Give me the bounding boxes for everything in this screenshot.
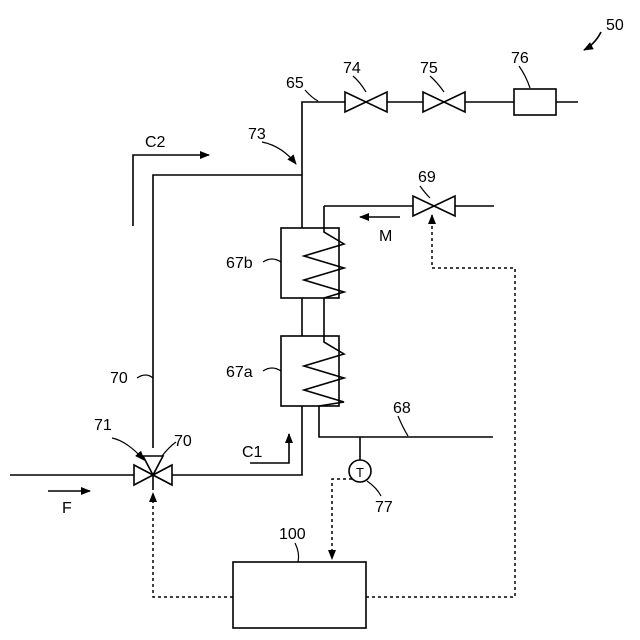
signal-line-71 (153, 493, 233, 597)
valve-69 (413, 196, 455, 216)
leader-76 (519, 66, 530, 88)
leader-75 (430, 76, 444, 92)
leader-67a (263, 368, 281, 371)
leader-77 (367, 481, 381, 496)
device-76 (514, 89, 556, 115)
controller-100 (233, 562, 366, 628)
label-system-50: 50 (606, 17, 624, 34)
pipe-65 (302, 102, 578, 167)
heat-exchanger-67b (281, 206, 344, 298)
label-flow-c1: C1 (242, 444, 263, 461)
label-pipe-68: 68 (393, 400, 411, 417)
label-pipe-70-top: 70 (174, 433, 192, 450)
label-flow-m: M (379, 228, 392, 245)
leader-71 (112, 438, 144, 460)
label-pipe-73: 73 (248, 126, 266, 143)
label-flow-f: F (62, 500, 72, 517)
leader-74 (353, 76, 366, 92)
valve-74 (345, 92, 387, 112)
label-controller-100: 100 (279, 526, 306, 543)
label-hx-67b: 67b (226, 255, 253, 272)
arrow-c2 (133, 155, 209, 226)
leader-73 (262, 142, 296, 164)
leader-68 (398, 416, 408, 436)
label-valve-75: 75 (420, 60, 438, 77)
signal-line-77 (332, 479, 352, 559)
label-sensor-symbol: T (356, 465, 364, 480)
label-valve-71: 71 (94, 417, 112, 434)
label-sensor-77: 77 (375, 499, 393, 516)
label-flow-c2: C2 (145, 134, 166, 151)
label-hx-67a: 67a (226, 364, 253, 381)
arrow-50 (584, 32, 601, 50)
label-device-76: 76 (511, 50, 529, 67)
leader-65 (305, 90, 318, 101)
leader-67b (263, 259, 281, 262)
leader-100 (295, 543, 299, 562)
signal-line-69 (366, 215, 515, 597)
label-valve-69: 69 (418, 169, 436, 186)
leader-69 (420, 186, 430, 198)
leader-70-mid (137, 375, 153, 378)
label-pipe-70-mid: 70 (110, 370, 128, 387)
label-pipe-65: 65 (286, 75, 304, 92)
heat-exchanger-67a (281, 336, 344, 406)
three-way-valve-71 (134, 456, 172, 490)
label-valve-74: 74 (343, 60, 361, 77)
pipe-70 (153, 175, 302, 448)
valve-75 (423, 92, 465, 112)
